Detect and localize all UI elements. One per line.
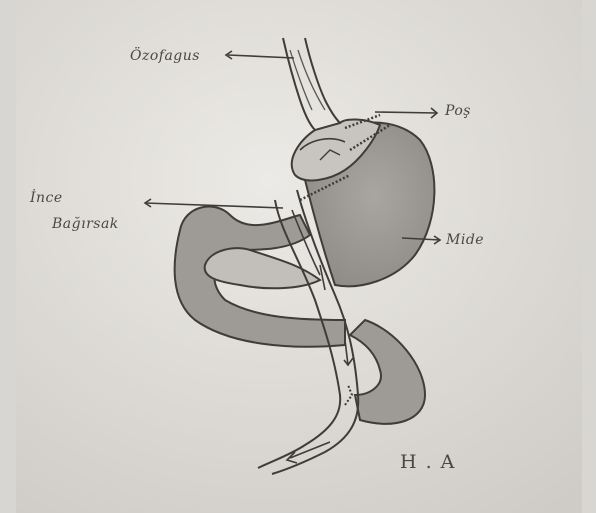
pouch-label: Poş xyxy=(445,103,471,119)
arrow-pouch xyxy=(375,112,437,113)
small-intestine-label-line1: İnce xyxy=(30,190,63,206)
esophagus-label: Özofagus xyxy=(130,48,200,64)
small-intestine-label-line2: Bağırsak xyxy=(52,216,119,232)
author-signature: H.A xyxy=(400,451,463,473)
stomach-label: Mide xyxy=(446,232,484,248)
